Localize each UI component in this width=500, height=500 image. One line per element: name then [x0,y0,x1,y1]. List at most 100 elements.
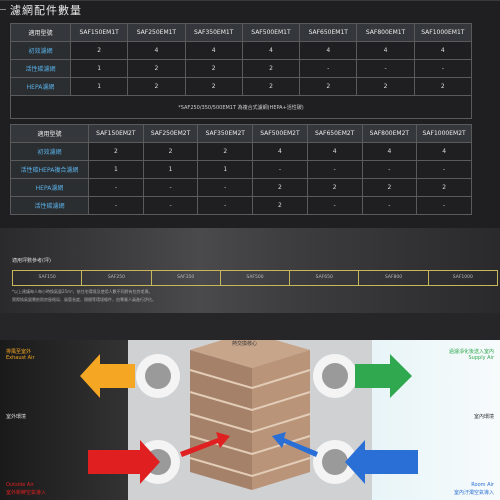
table-cell: - [142,178,199,197]
table-cell: 4 [416,142,472,161]
table-cell: 2 [184,59,243,78]
table-cell: 2 [252,196,308,215]
section-title: 濾網配件數量 [0,4,82,17]
table-header-row: 適用型號 SAF150EM1T SAF250EM1T SAF350EM1T SA… [10,23,473,42]
header-cell: SAF250EM1T [127,23,186,42]
table-cell: - [299,59,358,78]
spacer-band [0,313,500,340]
table-row: HEPA濾網 1 2 2 2 2 2 2 [10,77,473,96]
row-label: HEPA濾網 [10,178,89,197]
duct-port-exhaust-inner [145,363,171,389]
table-cell: - [413,59,473,78]
table-cell: 4 [306,142,363,161]
table-cell: 2 [416,178,472,197]
table-cell: 4 [413,41,473,60]
table-cell: - [306,160,363,179]
table-cell: 2 [241,59,301,78]
header-cell: SAF150EM2T [88,124,144,143]
table-cell: 2 [252,178,308,197]
row-label: HEPA濾網 [10,77,71,96]
table-cell: 4 [299,41,358,60]
coverage-area-section: 適用坪數參考(坪) SAF150 SAF250 SAF350 SAF500 SA… [0,228,500,313]
coverage-model: SAF1000 [452,275,473,280]
table-cell: - [197,178,254,197]
divider [0,0,500,1]
room-air-label-cn: 室內汙濁空氣導入 [453,490,494,496]
table-cell: 2 [142,142,199,161]
table-row: 初效濾網 2 4 4 4 4 4 4 [10,41,473,60]
table-row: 初效濾網 2 2 2 4 4 4 4 [10,142,472,161]
table-cell: 1 [88,160,144,179]
header-cell: 適用型號 [10,23,71,42]
header-cell: SAF500EM2T [252,124,308,143]
coverage-label: 適用坪數參考(坪) [12,258,51,264]
airflow-diagram-graphic [0,340,500,500]
table-cell: - [88,178,144,197]
outside-air-label-cn: 室外新鮮空氣導入 [6,490,47,496]
table-note: *SAF250/350/500EM1T 為複合式濾網(HEPA+活性碳) [10,95,472,119]
duct-port-supply-inner [322,363,348,389]
table-cell: - [142,196,199,215]
duct-port-room-inner [322,449,348,475]
table-cell: 2 [127,77,186,96]
table-cell: 2 [241,77,301,96]
table-cell: 4 [127,41,186,60]
table-cell: 2 [69,41,129,60]
table-cell: 4 [361,142,418,161]
table-cell: 1 [142,160,199,179]
outside-air-inner-arrow-icon [180,432,230,457]
table-cell: 1 [69,59,129,78]
table-cell: - [197,196,254,215]
table-row: 活性碳HEPA複合濾網 1 1 1 - - - - [10,160,472,179]
table-cell: 2 [306,178,363,197]
exhaust-air-label-cn: 排風至室外 [6,349,32,355]
table-cell: - [306,196,363,215]
table-cell: 1 [69,77,129,96]
table-cell: 4 [356,41,415,60]
table-cell: 2 [184,77,243,96]
coverage-model: SAF650 [290,271,360,285]
header-cell: SAF1000EM1T [413,23,473,42]
table-cell: 2 [413,77,473,96]
indoor-side-label: 室內環境 [473,414,494,420]
row-label: 活性碳濾網 [10,196,89,215]
table-cell: - [416,196,472,215]
coverage-note: 實際換氣量需依照房屋格局、風管長度、隔間等環境條件，由專業人員進行評估。 [12,297,156,302]
table-cell: - [88,196,144,215]
table-cell: 2 [361,178,418,197]
table-cell: - [416,160,472,179]
header-cell: SAF1000EM2T [416,124,472,143]
table-cell: 2 [88,142,144,161]
outside-air-label-en: Outside Air [6,482,34,488]
supply-air-arrow-icon [355,354,412,398]
core-label: 熱交換核心 [232,341,258,347]
header-cell: SAF650EM2T [306,124,363,143]
supply-air-label-en: Supply Air [468,355,495,361]
table-cell: 4 [252,142,308,161]
table-cell: - [252,160,308,179]
table-cell: - [356,59,415,78]
table-cell: - [361,160,418,179]
table-note-row: *SAF250/350/500EM1T 為複合式濾網(HEPA+活性碳) [10,95,472,119]
exhaust-air-label-en: Exhaust Air [6,355,35,361]
header-cell: SAF250EM2T [142,124,199,143]
table-cell: 2 [356,77,415,96]
header-cell: 適用型號 [10,124,89,143]
table-cell: 4 [184,41,243,60]
coverage-model: SAF350 [152,271,221,285]
table-cell: 2 [299,77,358,96]
table-cell: 1 [197,160,254,179]
coverage-model-bar: SAF150 SAF250 SAF350 SAF500 SAF650 SAF80… [12,270,498,286]
coverage-note: *以上建議每人每小時換氣量25m³，依住宅環境及使用人數不同將有些許差異。 [12,289,153,294]
table-row: 活性碳濾網 - - - 2 - - - [10,196,472,215]
coverage-model: SAF150 [13,271,83,285]
room-air-inner-arrow-icon [272,432,318,457]
table-row: HEPA濾網 - - - 2 2 2 2 [10,178,472,197]
filter-quantity-section: 濾網配件數量 適用型號 SAF150EM1T SAF250EM1T SAF350… [0,0,500,228]
table-cell: 4 [241,41,301,60]
header-cell: SAF650EM1T [299,23,358,42]
row-label: 活性碳HEPA複合濾網 [10,160,89,179]
row-label: 初效濾網 [10,41,71,60]
coverage-model: SAF800 [359,271,429,285]
header-cell: SAF150EM1T [69,23,129,42]
